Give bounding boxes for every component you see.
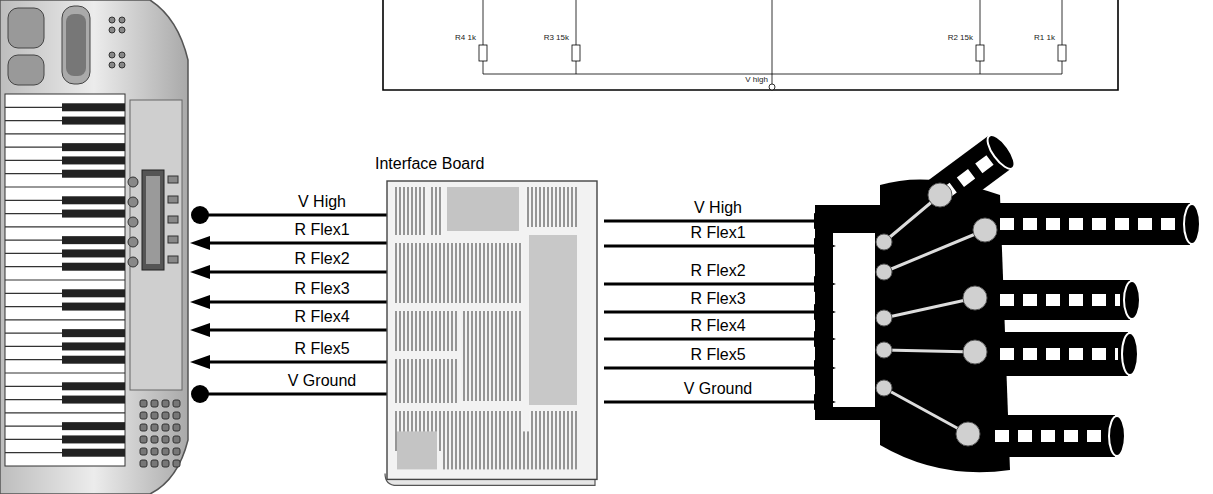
wire — [604, 401, 822, 404]
board-title: Interface Board — [375, 155, 607, 173]
signal-name: R Flex4 — [690, 317, 745, 335]
wire — [604, 367, 822, 370]
arrowhead — [814, 360, 836, 376]
arrowhead — [814, 304, 836, 320]
signal-name: R Flex2 — [690, 262, 745, 280]
arrowhead — [190, 295, 210, 309]
wire — [200, 393, 388, 396]
wire — [604, 311, 822, 314]
wire — [205, 271, 388, 274]
wire — [604, 220, 822, 223]
board-drawing — [375, 179, 607, 487]
signal-name: V High — [694, 199, 742, 217]
signal-name: R Flex1 — [690, 224, 745, 242]
wire — [205, 242, 388, 245]
arrowhead — [814, 213, 836, 229]
arrowhead — [814, 276, 836, 292]
signal-name: R Flex5 — [294, 340, 349, 358]
signal-name: R Flex4 — [294, 308, 349, 326]
signal-name: R Flex2 — [294, 250, 349, 268]
arrowhead — [190, 265, 210, 279]
keyboard-synth — [0, 0, 188, 494]
arrowhead — [190, 355, 210, 369]
terminal-dot — [191, 385, 209, 403]
signal-name: R Flex3 — [294, 280, 349, 298]
signal-name: R Flex1 — [294, 221, 349, 239]
wire — [604, 245, 822, 248]
wire — [205, 301, 388, 304]
terminal-dot — [191, 206, 209, 224]
arrowhead — [814, 394, 836, 410]
sensor-glove — [815, 131, 1200, 472]
arrowhead — [814, 331, 836, 347]
signal-name: V Ground — [288, 372, 356, 390]
schematic — [383, 0, 1118, 90]
signal-name: V High — [298, 193, 346, 211]
wire — [205, 361, 388, 364]
wire — [205, 329, 388, 332]
component-label: R3 15k — [544, 34, 569, 43]
interface-board: Interface Board — [375, 155, 607, 487]
component-label: V high — [745, 76, 768, 85]
wire — [604, 338, 822, 341]
wire — [604, 283, 822, 286]
arrowhead — [814, 238, 836, 254]
component-label: R1 1k — [1034, 34, 1055, 43]
signal-name: R Flex5 — [690, 346, 745, 364]
arrowhead — [190, 323, 210, 337]
signal-name: V Ground — [684, 380, 752, 398]
component-label: R4 1k — [455, 34, 476, 43]
component-label: R2 15k — [948, 34, 973, 43]
signal-name: R Flex3 — [690, 290, 745, 308]
arrowhead — [190, 236, 210, 250]
wire — [200, 214, 388, 217]
